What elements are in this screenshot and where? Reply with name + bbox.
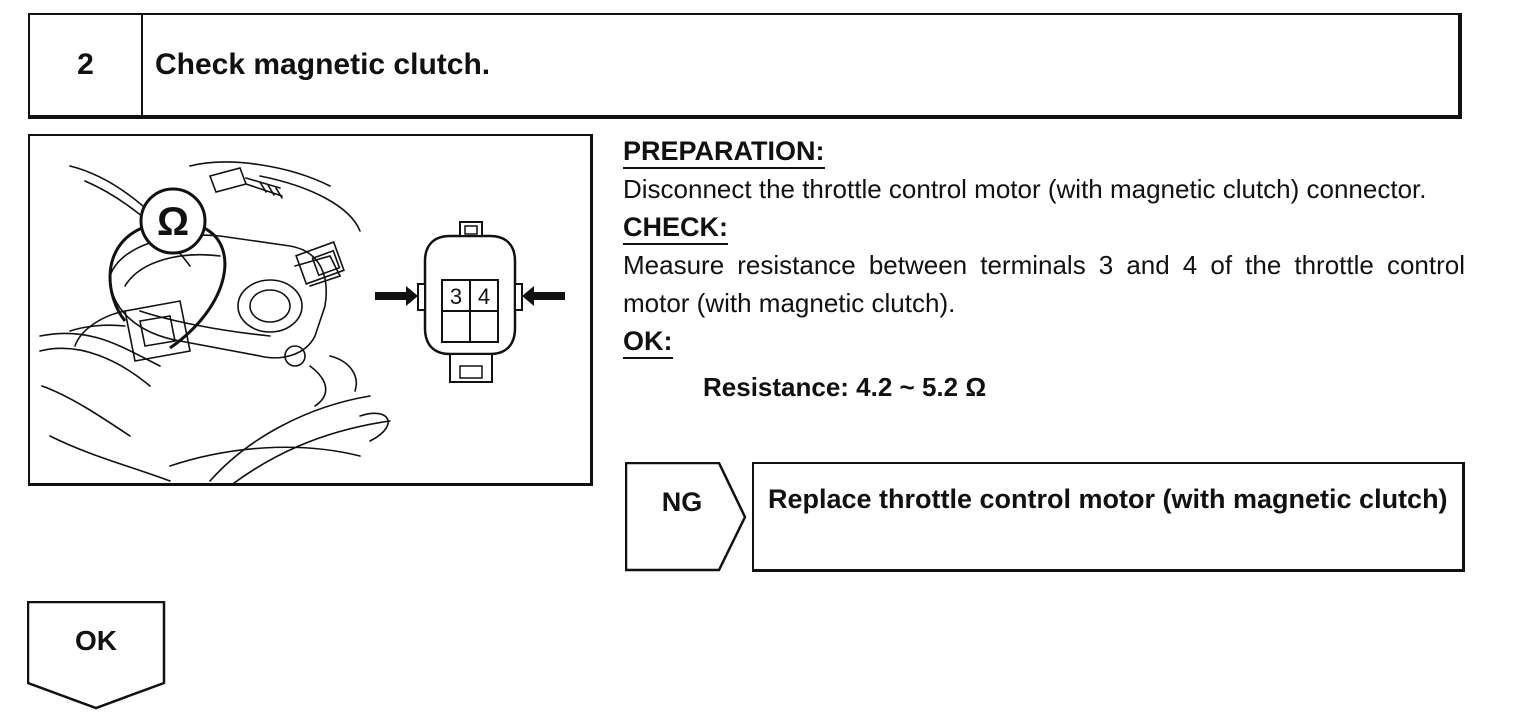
resistance-spec: Resistance: 4.2 ~ 5.2 Ω xyxy=(703,372,987,402)
terminal-4-label: 4 xyxy=(478,284,490,309)
engine-bay-diagram: Ω 3 4 xyxy=(39,161,565,483)
ng-label: NG xyxy=(661,486,703,517)
ng-action-box: Replace throttle control motor (with mag… xyxy=(752,462,1465,572)
check-heading: CHECK: xyxy=(623,211,728,245)
ok-arrow-shape xyxy=(27,601,166,710)
engine-bay-sketch xyxy=(39,161,391,483)
step-number: 2 xyxy=(30,15,143,115)
ok-label: OK xyxy=(75,625,117,656)
preparation-heading: PREPARATION: xyxy=(623,135,825,169)
terminal-3-label: 3 xyxy=(450,284,462,309)
connector-illustration: Ω 3 4 xyxy=(28,134,593,486)
step-title: Check magnetic clutch. xyxy=(155,48,491,81)
ng-arrow-shape xyxy=(625,462,747,572)
check-text: Measure resistance between terminals 3 a… xyxy=(623,250,1465,318)
step-header: 2 Check magnetic clutch. xyxy=(28,13,1462,119)
connector-face: 3 4 xyxy=(375,221,565,383)
instruction-text: PREPARATION: Disconnect the throttle con… xyxy=(623,132,1465,406)
ohmmeter-probe: Ω xyxy=(108,187,227,350)
preparation-text: Disconnect the throttle control motor (w… xyxy=(623,174,1427,204)
ohmmeter-symbol: Ω xyxy=(157,200,189,244)
ok-heading: OK: xyxy=(623,325,673,359)
